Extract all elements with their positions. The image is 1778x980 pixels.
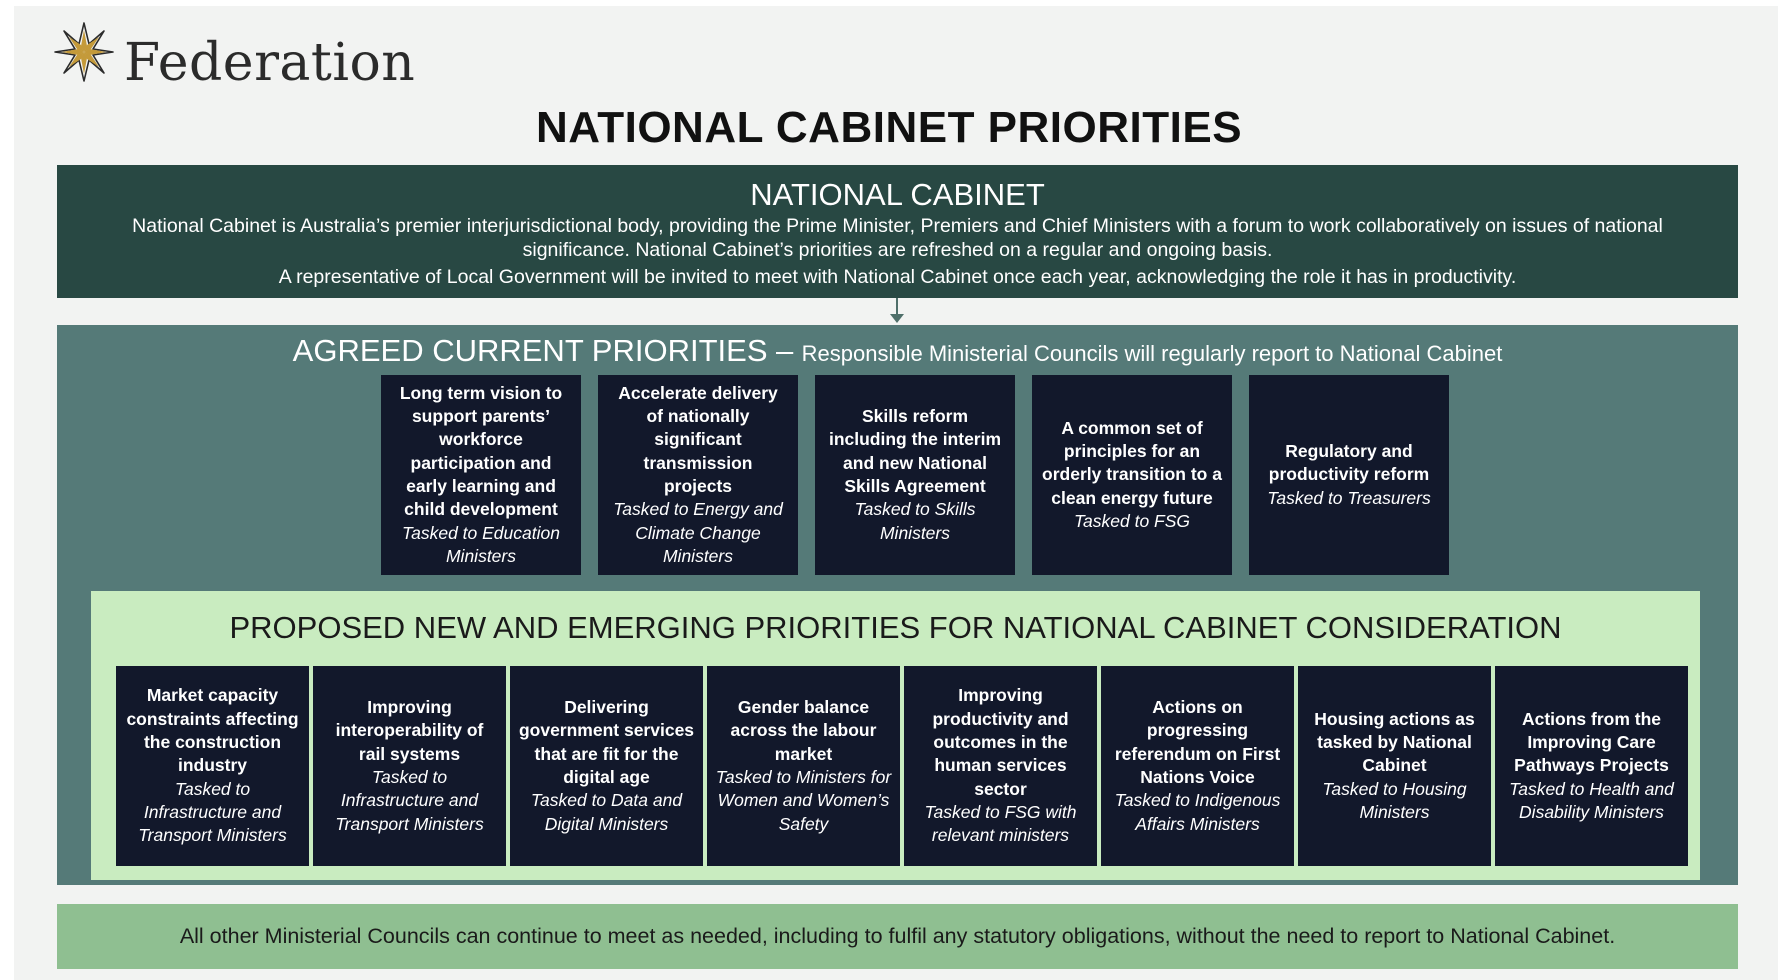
- priority-title: Actions from the Improving Care Pathways…: [1514, 708, 1669, 776]
- priority-title: Long term vision to support parents’ wor…: [399, 382, 563, 520]
- priority-title: Skills reform including the interim and …: [828, 406, 1002, 496]
- priority-tasked: Tasked to Energy and Climate Change Mini…: [613, 499, 783, 566]
- priority-tasked: Tasked to Ministers for Women and Women’…: [715, 767, 892, 834]
- priority-tasked: Tasked to Housing Ministers: [1322, 778, 1467, 822]
- priority-title: Regulatory and productivity reform: [1268, 441, 1430, 485]
- emerging-priorities-title: PROPOSED NEW AND EMERGING PRIORITIES FOR…: [229, 610, 1562, 645]
- emerging-priority-card: Improving productivity and outcomes in t…: [904, 666, 1097, 866]
- agreed-priority-card: Regulatory and productivity reform Taske…: [1249, 375, 1449, 575]
- agreed-priority-card: Accelerate delivery of nationally signif…: [598, 375, 798, 575]
- emerging-priority-card: Actions on progressing referendum on Fir…: [1101, 666, 1294, 866]
- footer-text: All other Ministerial Councils can conti…: [179, 924, 1616, 948]
- emerging-priorities-panel: PROPOSED NEW AND EMERGING PRIORITIES FOR…: [91, 591, 1700, 880]
- page-title: NATIONAL CABINET PRIORITIES: [535, 103, 1243, 152]
- national-cabinet-title: NATIONAL CABINET: [750, 177, 1045, 212]
- emerging-priorities-row: Market capacity constraints affecting th…: [116, 666, 1688, 866]
- star-icon: [52, 20, 116, 89]
- priority-title: Actions on progressing referendum on Fir…: [1114, 697, 1281, 787]
- agreed-priorities-row: Long term vision to support parents’ wor…: [381, 375, 1449, 575]
- footer-note: All other Ministerial Councils can conti…: [57, 904, 1738, 969]
- priority-tasked: Tasked to Health and Disability Minister…: [1509, 778, 1674, 822]
- priority-title: A common set of principles for an orderl…: [1042, 417, 1222, 508]
- emerging-priority-card: Gender balance across the labour market …: [707, 666, 900, 866]
- national-cabinet-description: National Cabinet is Australia’s premier …: [132, 215, 1663, 261]
- local-government-note: A representative of Local Government wil…: [278, 266, 1517, 288]
- connector-arrow-icon: [890, 314, 904, 323]
- priority-tasked: Tasked to Data and Digital Ministers: [530, 790, 683, 834]
- emerging-priority-card: Delivering government services that are …: [510, 666, 703, 866]
- priority-title: Improving productivity and outcomes in t…: [932, 685, 1069, 799]
- priority-tasked: Tasked to Treasurers: [1267, 487, 1431, 508]
- emerging-priority-card: Improving interoperability of rail syste…: [313, 666, 506, 866]
- agreed-priorities-title: AGREED CURRENT PRIORITIES: [292, 333, 768, 368]
- priority-tasked: Tasked to Infrastructure and Transport M…: [138, 778, 287, 846]
- agreed-priority-card: Long term vision to support parents’ wor…: [381, 375, 581, 575]
- priority-tasked: Tasked to Education Ministers: [402, 522, 560, 566]
- federation-logo: Federation: [52, 20, 415, 89]
- priority-tasked: Tasked to Indigenous Affairs Ministers: [1114, 790, 1281, 834]
- priority-title: Delivering government services that are …: [518, 697, 695, 787]
- priority-title: Market capacity constraints affecting th…: [126, 685, 299, 776]
- emerging-priority-card: Actions from the Improving Care Pathways…: [1495, 666, 1688, 866]
- national-cabinet-panel: NATIONAL CABINET National Cabinet is Aus…: [57, 165, 1738, 298]
- agreed-priorities-panel: AGREED CURRENT PRIORITIES – Responsible …: [57, 325, 1738, 885]
- priority-title: Accelerate delivery of nationally signif…: [618, 382, 778, 496]
- priority-tasked: Tasked to Infrastructure and Transport M…: [335, 767, 484, 834]
- connector-line: [896, 298, 898, 319]
- priority-tasked: Tasked to FSG: [1073, 510, 1191, 531]
- emerging-priority-card: Market capacity constraints affecting th…: [116, 666, 309, 866]
- agreed-priorities-subtitle: Responsible Ministerial Councils will re…: [801, 341, 1503, 366]
- priority-title: Housing actions as tasked by National Ca…: [1314, 708, 1475, 776]
- priority-tasked: Tasked to Skills Ministers: [854, 499, 976, 543]
- priority-title: Gender balance across the labour market: [730, 697, 877, 764]
- priority-tasked: Tasked to FSG with relevant ministers: [924, 801, 1077, 846]
- agreed-priorities-heading: AGREED CURRENT PRIORITIES – Responsible …: [57, 333, 1738, 369]
- logo-text: Federation: [124, 32, 416, 93]
- heading-dash: –: [775, 333, 794, 368]
- priority-title: Improving interoperability of rail syste…: [335, 697, 484, 764]
- emerging-priority-card: Housing actions as tasked by National Ca…: [1298, 666, 1491, 866]
- agreed-priority-card: A common set of principles for an orderl…: [1032, 375, 1232, 575]
- agreed-priority-card: Skills reform including the interim and …: [815, 375, 1015, 575]
